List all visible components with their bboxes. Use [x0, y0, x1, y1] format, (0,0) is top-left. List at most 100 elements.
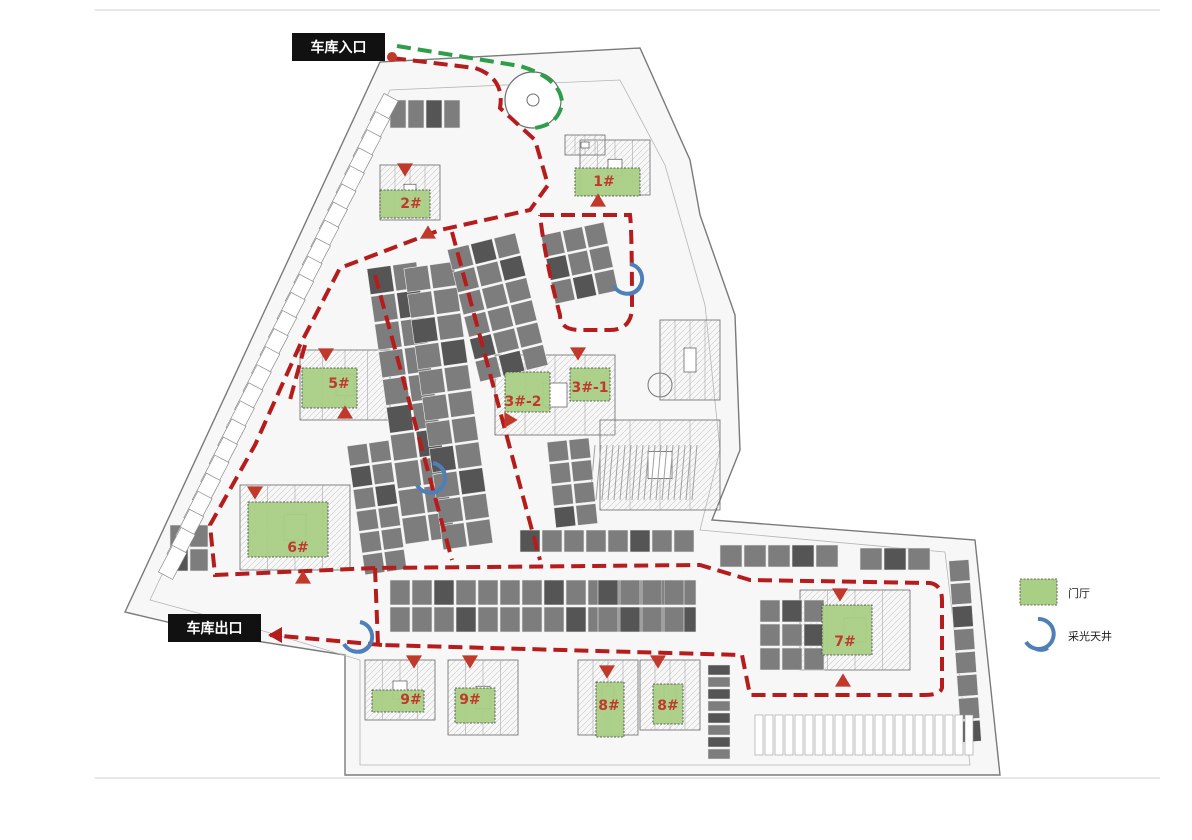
- parking-stall: [189, 548, 209, 572]
- parking-stall: [386, 403, 415, 434]
- legend-skylight-icon-tail: [1035, 646, 1049, 652]
- legend-skylight-icon: [1024, 616, 1056, 651]
- parking-stall: [707, 724, 731, 736]
- parking-stall: [486, 305, 515, 332]
- building-core: [564, 134, 606, 156]
- parking-stall: [619, 579, 641, 606]
- parking-stall: [956, 673, 979, 697]
- parking-stall-outline: [964, 714, 974, 756]
- parking-stall: [389, 431, 418, 462]
- entry-arrow-marker: [397, 163, 413, 177]
- parking-stall-outline: [844, 714, 854, 756]
- parking-stall: [629, 529, 651, 553]
- parking-block: [719, 544, 839, 568]
- legend-lobby-swatch: [1019, 578, 1058, 606]
- lobby-area: [247, 501, 329, 558]
- parking-stall-outline: [934, 714, 944, 756]
- parking-stall-outline: [924, 714, 934, 756]
- parking-stall: [355, 508, 380, 532]
- parking-stall: [707, 664, 731, 676]
- parking-stall-outline: [874, 714, 884, 756]
- parking-stall-outline: [894, 714, 904, 756]
- parking-stall: [546, 439, 570, 463]
- parking-stall: [883, 547, 907, 571]
- parking-stall: [707, 748, 731, 760]
- entry-arrow-marker: [835, 673, 851, 687]
- entry-arrow-marker: [462, 655, 478, 669]
- building-label-b8a: 8#: [598, 698, 619, 714]
- parking-stall: [481, 283, 509, 310]
- building-label-b3a: 3#-2: [504, 394, 541, 410]
- parking-stall: [673, 529, 695, 553]
- lobby-area: [574, 167, 641, 197]
- parking-block: [546, 437, 599, 529]
- lobby-area: [652, 683, 684, 725]
- west-edge-stalls: [157, 93, 974, 760]
- parking-stall: [447, 390, 476, 418]
- parking-stall: [707, 736, 731, 748]
- parking-stall: [433, 579, 455, 606]
- parking-stall: [493, 232, 521, 260]
- parking-stall: [510, 299, 538, 326]
- parking-stall: [380, 527, 404, 551]
- parking-stall: [455, 579, 477, 606]
- parking-stall: [521, 344, 549, 371]
- parking-stall: [593, 268, 619, 296]
- entry-arrow-marker: [590, 193, 606, 207]
- entry-arrow-marker: [504, 412, 518, 428]
- parking-stall: [719, 544, 743, 568]
- parking-stall: [465, 518, 494, 547]
- parking-stall: [389, 606, 411, 633]
- parking-stall: [619, 606, 641, 633]
- parking-stall-outline: [157, 544, 188, 580]
- entry-arrow-marker: [318, 348, 334, 362]
- parking-stall-outline: [884, 714, 894, 756]
- parking-stall: [953, 628, 976, 652]
- parking-stall: [414, 342, 443, 370]
- parking-stall: [410, 316, 439, 345]
- parking-stall-outline: [944, 714, 954, 756]
- parking-block: [759, 599, 825, 671]
- parking-stall: [403, 264, 432, 293]
- parking-block: [346, 439, 408, 576]
- parking-stall: [499, 606, 521, 633]
- parking-stall: [515, 321, 543, 349]
- parking-stall-outline: [814, 714, 824, 756]
- parking-stall: [948, 559, 971, 583]
- parking-stall: [349, 464, 374, 489]
- parking-stall: [366, 265, 395, 295]
- entrance-roundabout: [504, 71, 562, 129]
- parking-stall: [781, 623, 803, 647]
- parking-stall: [421, 393, 450, 422]
- parking-stall: [707, 688, 731, 700]
- entry-arrow-marker: [650, 655, 666, 669]
- lobby-area: [379, 189, 431, 219]
- site-inner-outline: [149, 79, 971, 766]
- parking-stall: [397, 487, 426, 517]
- parking-stall-outline: [794, 714, 804, 756]
- parking-stall: [436, 496, 464, 525]
- parking-stall: [521, 579, 543, 606]
- lobby-area: [301, 367, 358, 409]
- lobby-area: [504, 371, 551, 413]
- lobby-area: [371, 689, 425, 713]
- parking-stall: [407, 99, 425, 129]
- parking-stall: [767, 544, 791, 568]
- parking-stall: [954, 650, 977, 674]
- parking-stall: [743, 544, 767, 568]
- parking-stall: [454, 441, 483, 470]
- parking-stall: [803, 599, 825, 623]
- parking-stall: [585, 529, 607, 553]
- parking-stall: [563, 529, 585, 553]
- parking-stall: [759, 623, 781, 647]
- parking-stall: [411, 579, 433, 606]
- parking-stall: [565, 606, 587, 633]
- entry-arrow-marker: [247, 486, 263, 500]
- building-label-b9a: 9#: [400, 692, 421, 708]
- entrance-green-route: [396, 44, 565, 130]
- parking-stall: [432, 287, 461, 315]
- floor-plan-details: [239, 134, 911, 736]
- building-core: [659, 319, 721, 401]
- lobby-area: [454, 687, 496, 724]
